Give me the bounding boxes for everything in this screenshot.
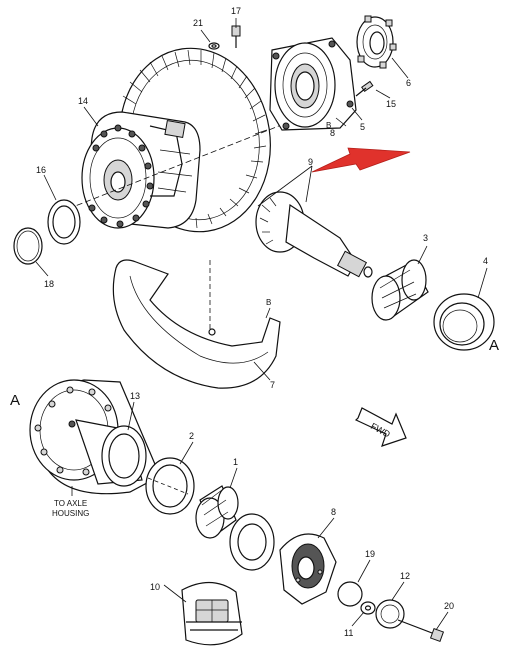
- ring-gear-assembly: [81, 47, 271, 233]
- ref-b-top: B: [326, 121, 331, 130]
- reference-letters: A A B B: [10, 121, 499, 409]
- axle-note-line2: HOUSING: [52, 509, 89, 518]
- callout-15: 15: [386, 99, 396, 109]
- callout-8-bottom: 8: [331, 507, 336, 517]
- callout-17: 17: [231, 6, 241, 16]
- callout-5: 5: [360, 122, 365, 132]
- bolt-17-washer-21: [208, 25, 241, 50]
- callout-16: 16: [36, 165, 46, 175]
- adjusting-nut-6: [356, 15, 397, 69]
- callout-1: 1: [233, 457, 238, 467]
- callout-labels: 17 21 14 16 18 9 8 5 15 6 3 4 7 13 2 1 8…: [36, 6, 488, 638]
- callout-6: 6: [406, 78, 411, 88]
- callout-20: 20: [444, 601, 454, 611]
- pinion-gear: [255, 191, 373, 278]
- callout-7: 7: [270, 380, 275, 390]
- fwd-arrow: FWD: [354, 407, 407, 447]
- callout-2: 2: [189, 431, 194, 441]
- bearing-cup-2: [145, 457, 195, 515]
- o-ring-19: [337, 581, 363, 607]
- callout-4: 4: [483, 256, 488, 266]
- callout-11: 11: [344, 628, 353, 638]
- washer-11: [360, 601, 376, 615]
- callout-3: 3: [423, 233, 428, 243]
- snap-ring-18: [13, 227, 43, 265]
- bolt-15: [355, 80, 374, 97]
- callout-8-top: 8: [330, 128, 335, 138]
- axle-housing-note: TO AXLE HOUSING: [52, 486, 89, 518]
- shield-7: [112, 259, 281, 389]
- callout-14: 14: [78, 96, 88, 106]
- detail-inset-10: [181, 581, 243, 646]
- leader-lines: [35, 18, 488, 631]
- retainer-8: [279, 533, 337, 605]
- callout-21: 21: [193, 18, 203, 28]
- spacer-ring: [229, 513, 275, 571]
- callout-13: 13: [130, 391, 140, 401]
- ref-a-right: A: [489, 337, 499, 354]
- ref-a-left: A: [10, 392, 20, 409]
- axle-note-line1: TO AXLE: [54, 499, 87, 508]
- callout-10: 10: [150, 582, 160, 592]
- bearing-cup-4: [433, 293, 495, 351]
- callout-9: 9: [308, 157, 313, 167]
- housing-13: [29, 379, 161, 495]
- ref-b-shield: B: [266, 298, 271, 307]
- callout-18: 18: [44, 279, 54, 289]
- red-pointer-arrow: [311, 147, 411, 173]
- callout-19: 19: [365, 549, 375, 559]
- callout-12: 12: [400, 571, 410, 581]
- bearing-cone-1: [195, 485, 239, 539]
- bolt-20: [397, 619, 445, 643]
- bearing-cone-3: [371, 259, 429, 321]
- plate-12: [375, 599, 405, 629]
- seal-16: [47, 199, 81, 245]
- bearing-cage-5: [269, 37, 357, 131]
